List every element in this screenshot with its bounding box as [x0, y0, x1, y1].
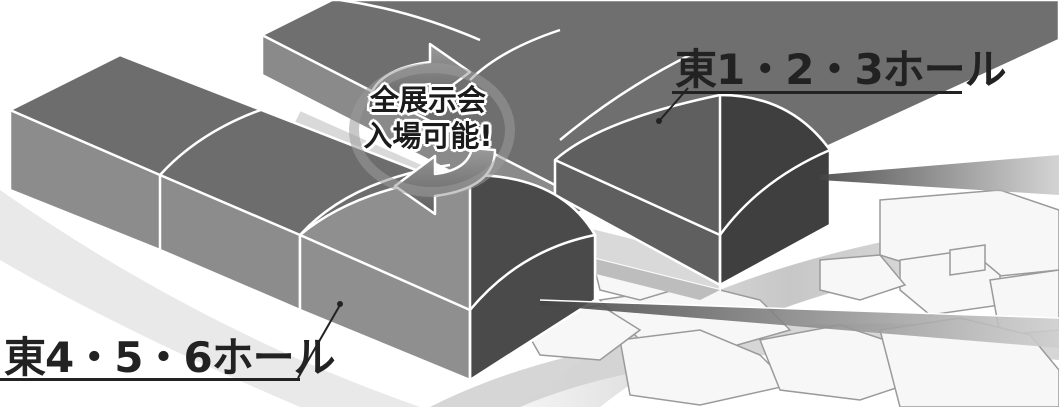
notice-line-1: 全展示会 [369, 83, 486, 117]
notice-line-2: 入場可能! [363, 119, 493, 153]
east-hall-456-underline [0, 378, 300, 381]
east-hall-123-label: 東1・2・3ホール [675, 45, 1007, 94]
light-beams [539, 155, 1059, 348]
all-exhibitions-notice: 全展示会 入場可能! [350, 82, 506, 154]
east-456-pointer-dot [337, 301, 343, 307]
east-hall-456-label: 東4・5・6ホール [4, 333, 336, 382]
hall-block-east-456 [8, 53, 597, 382]
circular-arrows-icon [349, 42, 515, 216]
east-hall-123-underline [672, 91, 962, 94]
east-123-pointer-dot [656, 118, 662, 124]
